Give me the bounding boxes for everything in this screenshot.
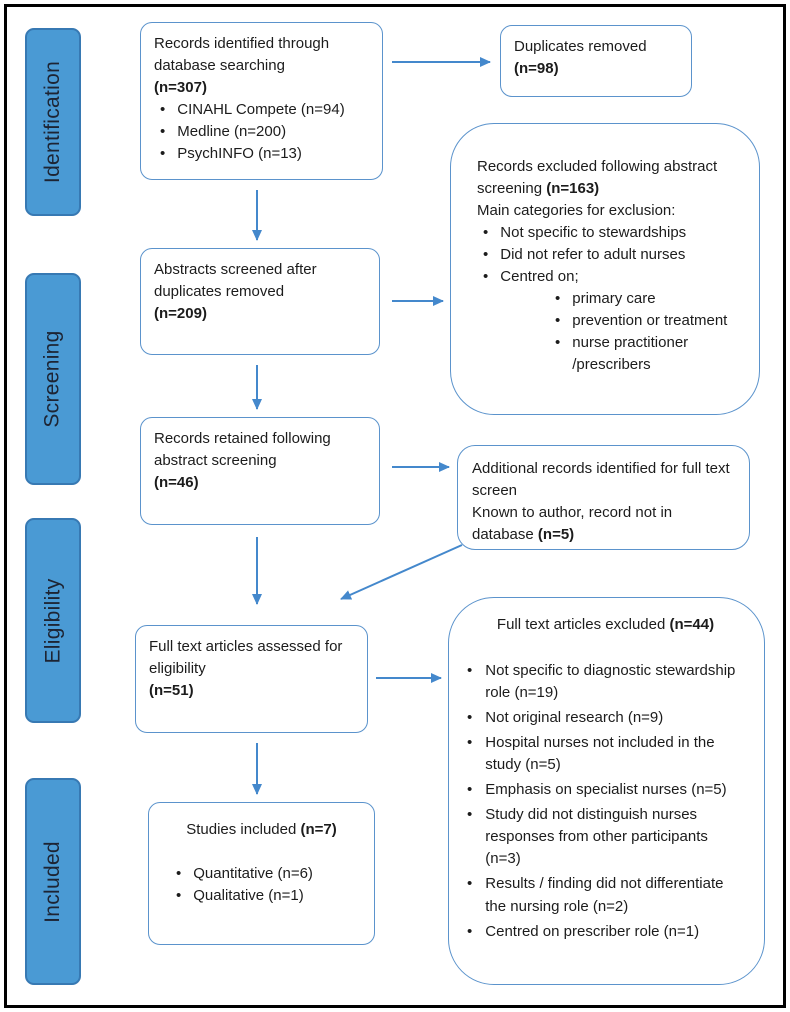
stage-label-eligibility: Eligibility	[25, 518, 81, 723]
list-item: •Centred on prescriber role (n=1)	[465, 921, 746, 943]
list-item: •Did not refer to adult nurses	[477, 244, 743, 266]
studies-included-count: (n=7)	[300, 821, 337, 838]
studies-included-box: Studies included (n=7) •Quantitative (n=…	[148, 802, 375, 945]
records-retained-count: (n=46)	[154, 474, 199, 492]
bullet-icon: •	[176, 865, 182, 883]
records-excluded-box: Records excluded following abstract scre…	[450, 123, 760, 415]
bullet-icon: •	[467, 922, 473, 940]
duplicates-removed-count: (n=98)	[514, 60, 559, 78]
abstracts-screened-count: (n=209)	[154, 305, 207, 323]
list-item: •Not specific to stewardships	[477, 222, 743, 244]
full-text-excluded-box: Full text articles excluded (n=44) •Not …	[448, 597, 765, 985]
list-item: •Medline (n=200)	[154, 121, 369, 143]
list-item: •Quantitative (n=6)	[170, 863, 361, 885]
stage-label-included: Included	[25, 778, 81, 985]
records-retained-box: Records retained following abstract scre…	[140, 417, 380, 525]
records-identified-count: (n=307)	[154, 79, 207, 97]
list-item: •Emphasis on specialist nurses (n=5)	[465, 779, 746, 801]
records-excluded-text: Records excluded following abstract scre…	[477, 158, 718, 220]
bullet-icon: •	[483, 268, 489, 286]
bullet-icon: •	[176, 887, 182, 905]
list-item: •Not original research (n=9)	[465, 707, 746, 729]
list-item: •nurse practitioner /prescribers	[477, 332, 743, 376]
bullet-icon: •	[467, 875, 473, 893]
duplicates-removed-box: Duplicates removed (n=98)	[500, 25, 692, 97]
bullet-icon: •	[160, 145, 166, 163]
bullet-icon: •	[555, 290, 561, 308]
records-identified-box: Records identified through database sear…	[140, 22, 383, 180]
list-item: •primary care	[477, 288, 743, 310]
arrow-additional-to-fulltext	[340, 544, 463, 600]
stage-label-screening: Screening	[25, 273, 81, 485]
list-item: •Results / finding did not differentiate…	[465, 873, 746, 917]
bullet-icon: •	[467, 709, 473, 727]
additional-records-box: Additional records identified for full t…	[457, 445, 750, 550]
bullet-icon: •	[555, 334, 561, 352]
stage-label-text: Included	[41, 840, 65, 923]
bullet-icon: •	[555, 312, 561, 330]
stage-label-text: Eligibility	[41, 578, 64, 663]
stage-label-text: Screening	[41, 330, 65, 428]
records-excluded-subreasons: •primary care •prevention or treatment •…	[477, 288, 743, 376]
abstracts-screened-box: Abstracts screened after duplicates remo…	[140, 248, 380, 355]
studies-included-title: Studies included (n=7)	[186, 821, 337, 838]
full-text-assessed-count: (n=51)	[149, 682, 194, 700]
bullet-icon: •	[483, 246, 489, 264]
records-excluded-reasons: •Not specific to stewardships •Did not r…	[477, 222, 743, 376]
list-item: •Not specific to diagnostic stewardship …	[465, 660, 746, 704]
bullet-icon: •	[467, 781, 473, 799]
full-text-excluded-reasons: •Not specific to diagnostic stewardship …	[465, 660, 746, 943]
full-text-excluded-count: (n=44)	[669, 616, 715, 633]
bullet-icon: •	[467, 662, 473, 680]
list-item: •Qualitative (n=1)	[170, 885, 361, 907]
stage-label-identification: Identification	[25, 28, 81, 216]
list-item: •Study did not distinguish nurses respon…	[465, 804, 746, 870]
bullet-icon: •	[160, 123, 166, 141]
list-item: •Hospital nurses not included in the stu…	[465, 732, 746, 776]
records-identified-sources: •CINAHL Compete (n=94) •Medline (n=200) …	[154, 99, 369, 165]
list-item: •PsychINFO (n=13)	[154, 143, 369, 165]
full-text-assessed-box: Full text articles assessed for eligibil…	[135, 625, 368, 733]
bullet-icon: •	[483, 224, 489, 242]
records-excluded-count: (n=163)	[546, 180, 600, 198]
list-item: •Centred on;	[477, 266, 743, 288]
records-identified-text: Records identified through database sear…	[154, 35, 330, 97]
bullet-icon: •	[467, 734, 473, 752]
list-item: •prevention or treatment	[477, 310, 743, 332]
full-text-excluded-title: Full text articles excluded (n=44)	[496, 616, 715, 633]
bullet-icon: •	[467, 806, 473, 824]
bullet-icon: •	[160, 101, 166, 119]
additional-records-count: (n=5)	[537, 526, 575, 544]
stage-label-text: Identification	[41, 60, 64, 184]
list-item: •CINAHL Compete (n=94)	[154, 99, 369, 121]
studies-included-types: •Quantitative (n=6) •Qualitative (n=1)	[162, 863, 361, 907]
